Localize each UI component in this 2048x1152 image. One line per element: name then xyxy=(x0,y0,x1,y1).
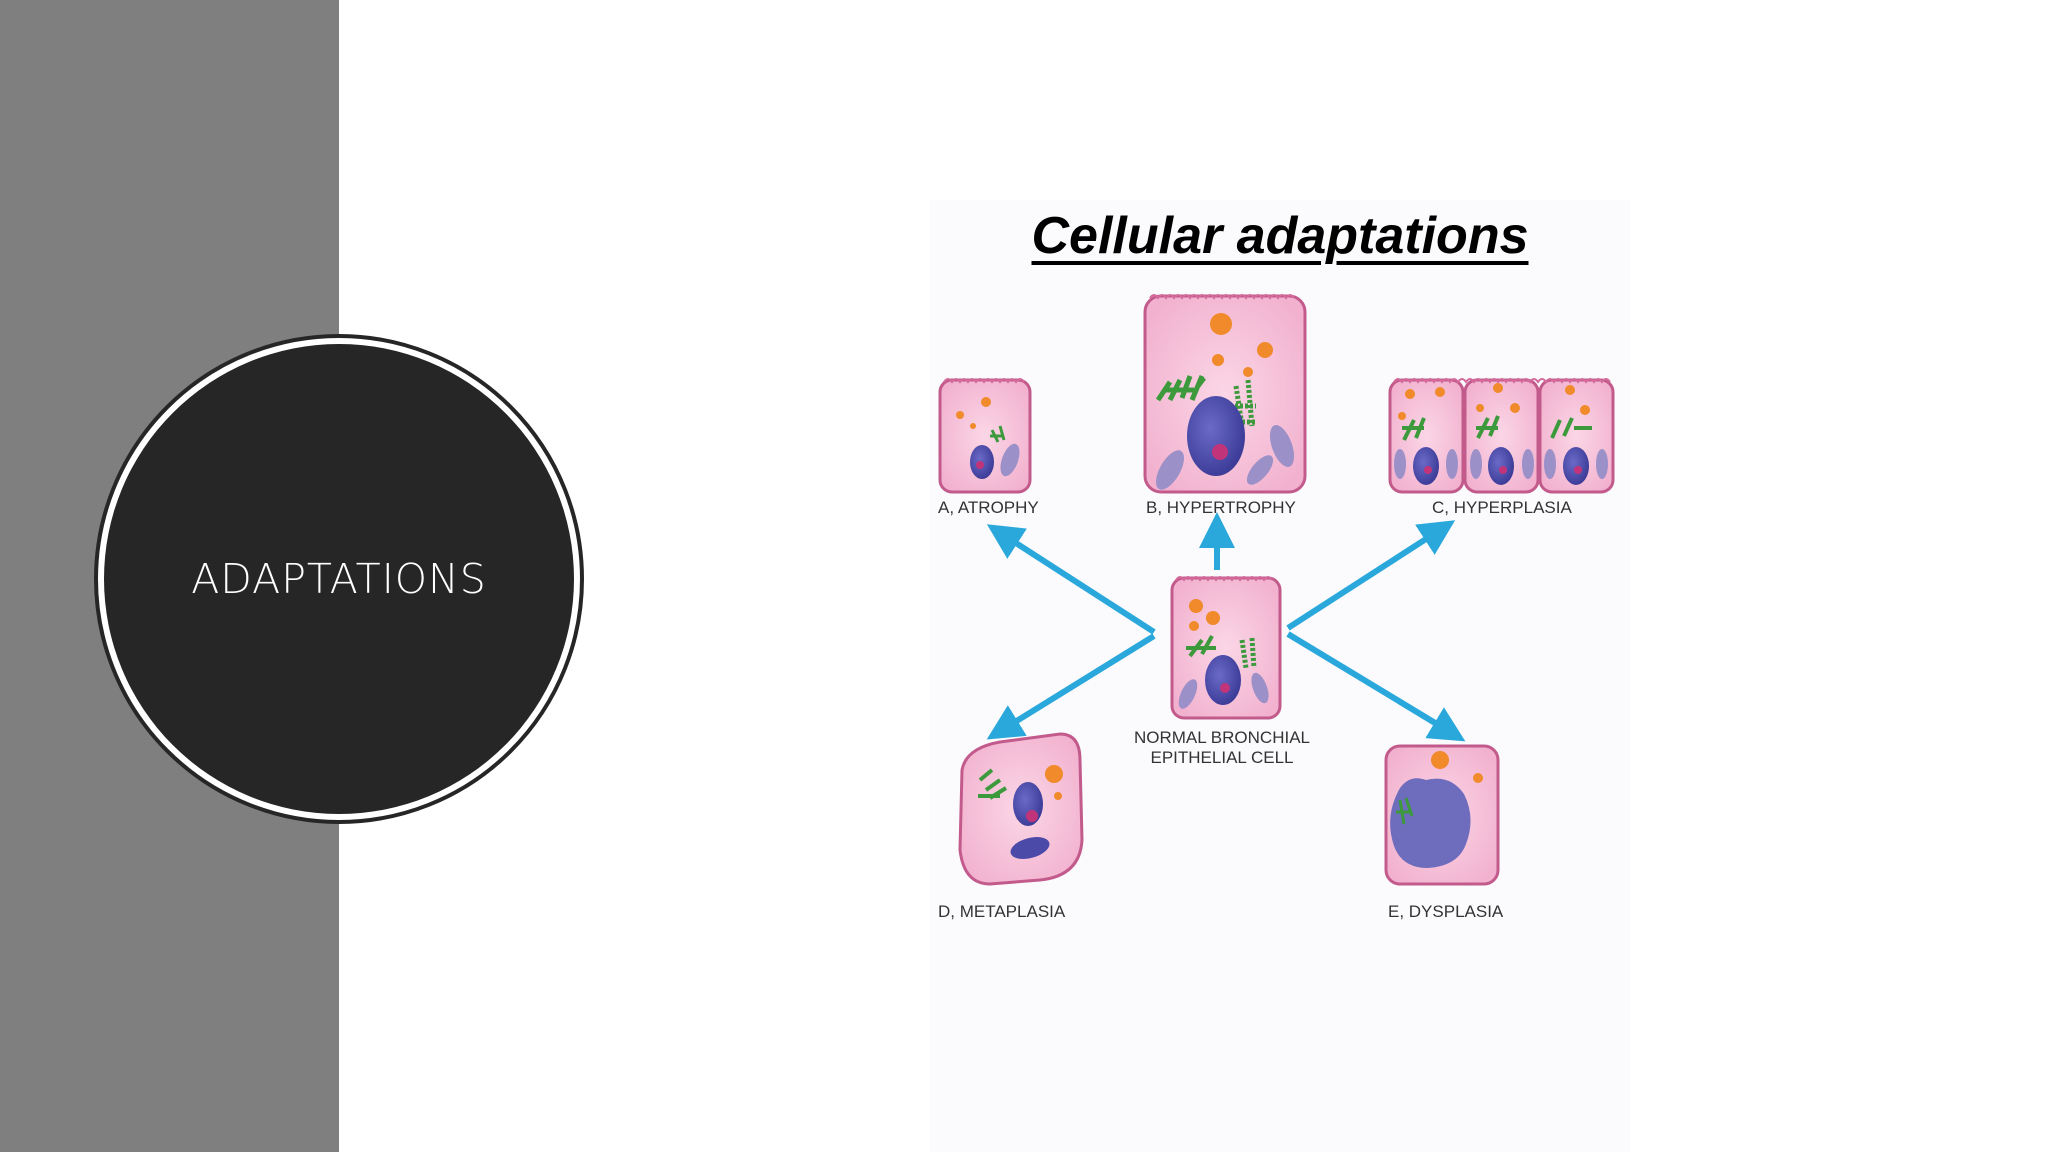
hypertrophy-cell-icon xyxy=(1143,294,1307,494)
arrow-to-hyperplasia xyxy=(1286,520,1456,631)
section-title: ADAPTATIONS xyxy=(191,554,487,603)
diagram-svg xyxy=(938,294,1615,886)
title-circle: ADAPTATIONS xyxy=(104,344,574,814)
figure-title: Cellular adaptations xyxy=(1031,207,1529,265)
arrow-to-metaplasia xyxy=(986,633,1156,740)
label-hypertrophy: B, HYPERTROPHY xyxy=(1146,498,1296,517)
arrow-to-dysplasia xyxy=(1286,631,1466,742)
hyperplasia-cells-icon xyxy=(1388,378,1615,494)
label-atrophy: A, ATROPHY xyxy=(938,498,1039,517)
atrophy-cell-icon xyxy=(938,378,1032,494)
label-metaplasia: D, METAPLASIA xyxy=(938,902,1066,921)
cellular-adaptations-figure: Cellular adaptations xyxy=(930,200,1630,1152)
dysplasia-cell-icon xyxy=(1384,744,1500,886)
label-normal-line2: EPITHELIAL CELL xyxy=(1150,748,1294,767)
metaplasia-cell-icon xyxy=(958,732,1084,886)
normal-cell-icon xyxy=(1170,576,1282,720)
arrow-to-atrophy xyxy=(986,524,1156,635)
label-dysplasia: E, DYSPLASIA xyxy=(1388,902,1504,921)
label-hyperplasia: C, HYPERPLASIA xyxy=(1432,498,1572,517)
label-normal-line1: NORMAL BRONCHIAL xyxy=(1133,728,1310,747)
